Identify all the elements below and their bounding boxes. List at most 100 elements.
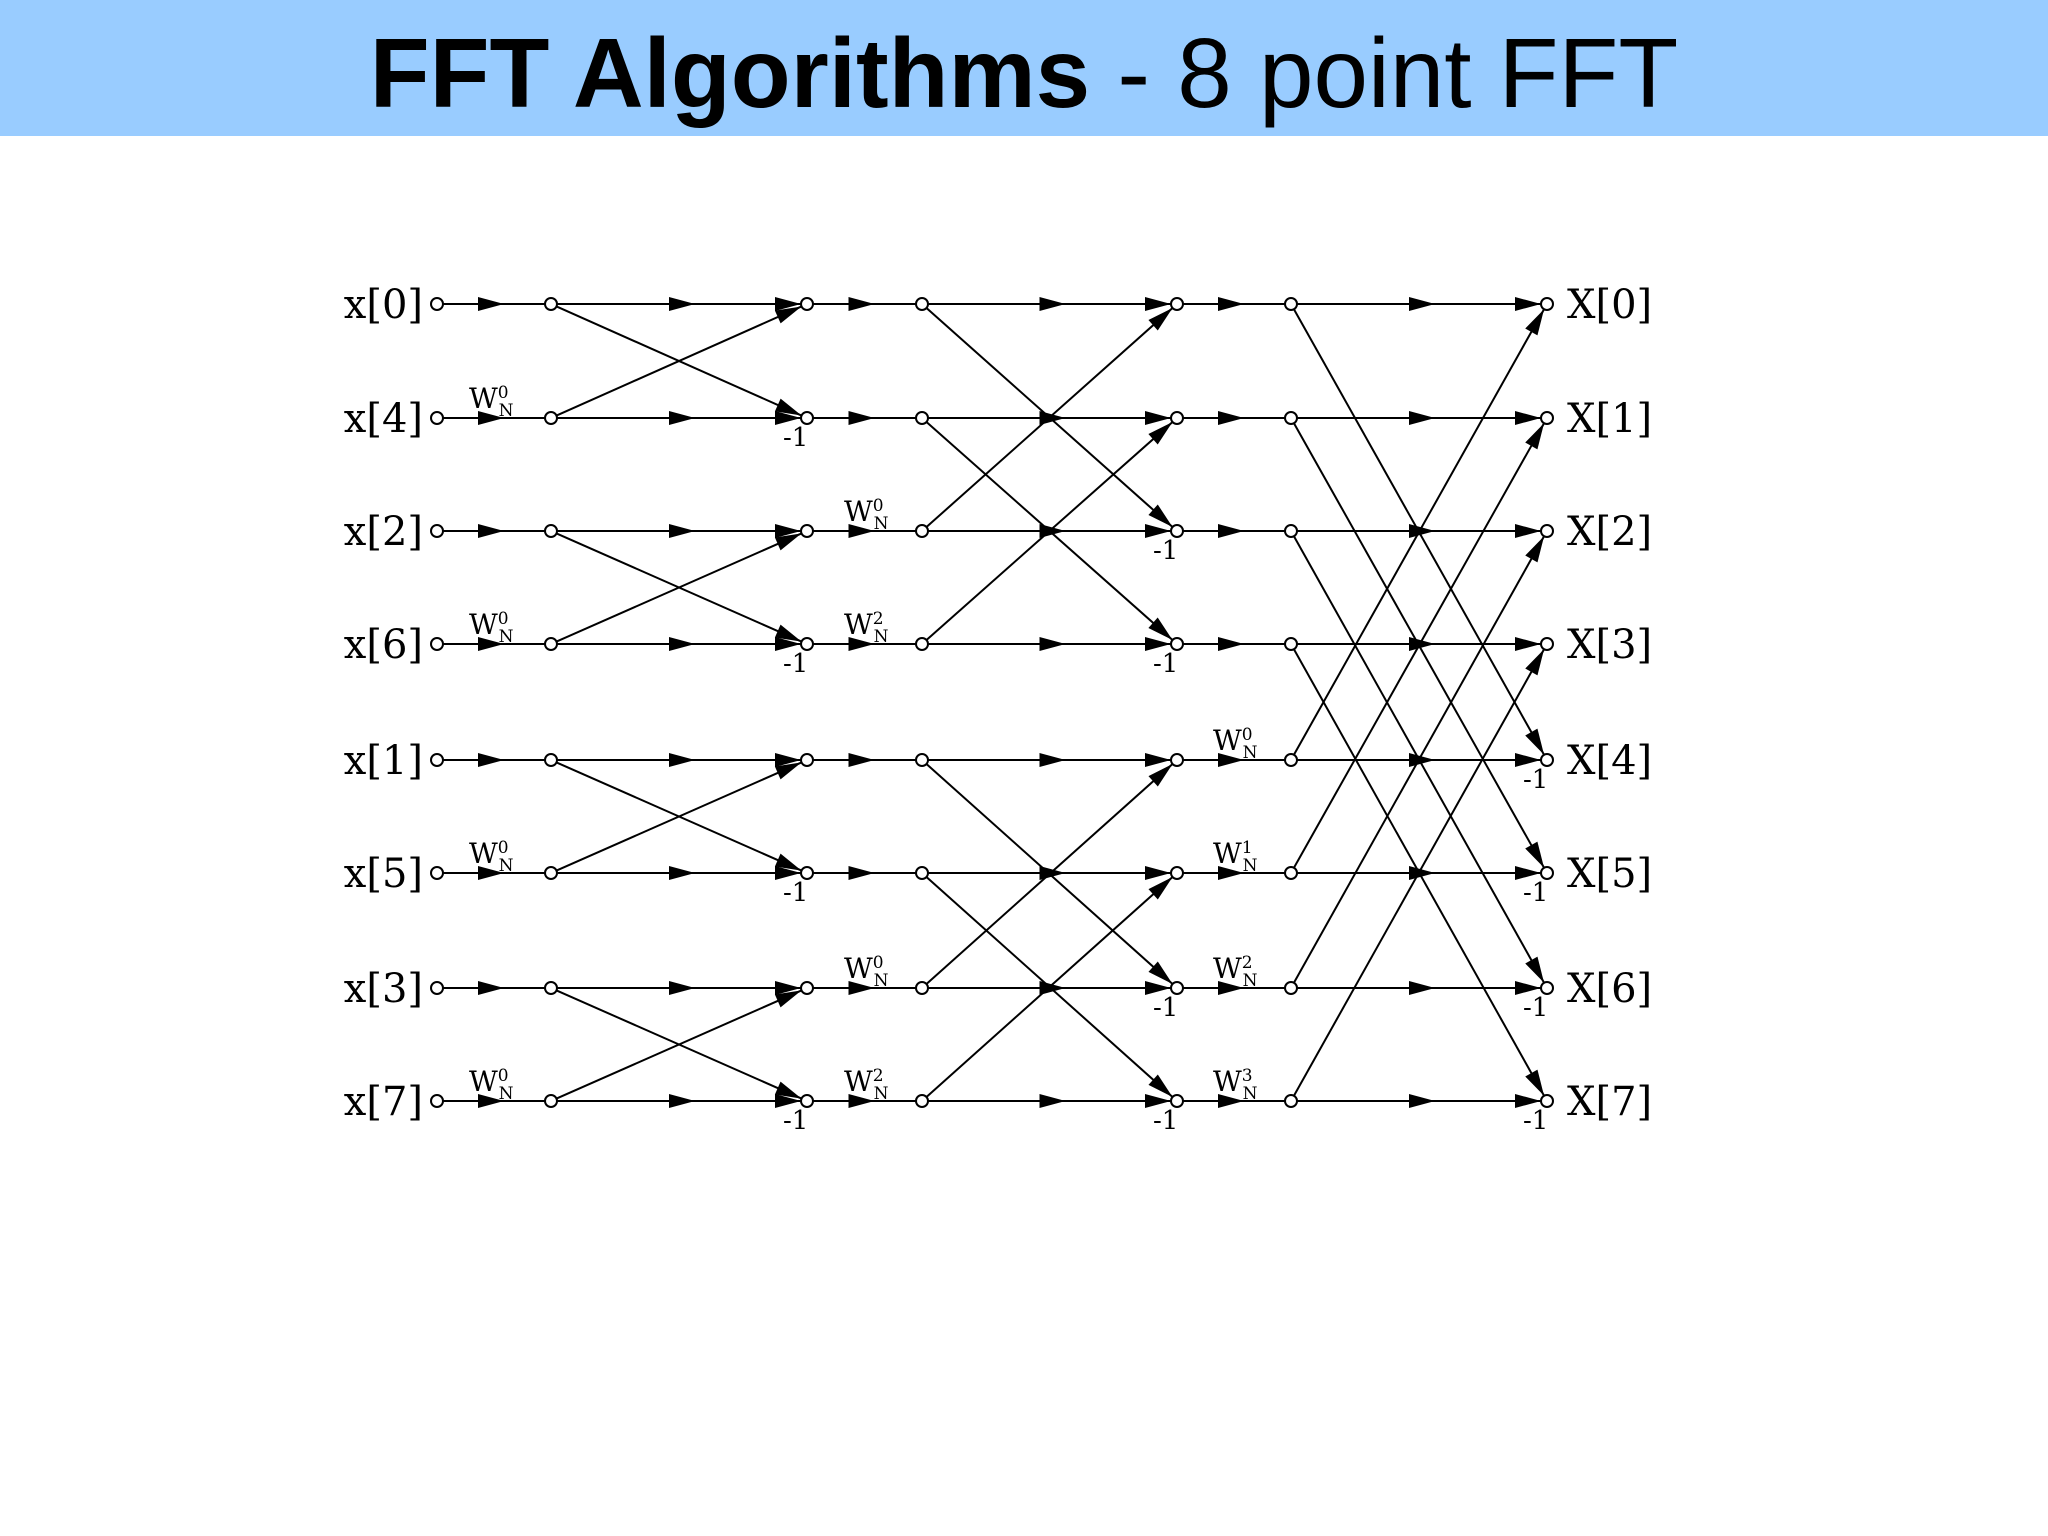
node-0-2 [430, 524, 444, 538]
stage-0-cross-3-arrowhead [774, 533, 802, 551]
stage-1-straight-3-end-arrowhead [1145, 637, 1171, 651]
node-1-5 [544, 866, 558, 880]
stage-1-straight-2-end-arrowhead [1145, 524, 1171, 538]
connector-1-row-1-arrowhead [848, 411, 875, 425]
node-0-7 [430, 1094, 444, 1108]
node-5-2 [1284, 524, 1298, 538]
slide-title-rest: - 8 point FFT [1090, 18, 1679, 128]
stage-1-cross-2-arrowhead [1148, 307, 1173, 331]
stage-0-straight-1-end-arrowhead [775, 411, 801, 425]
stage-0-straight-0-end-arrowhead [775, 297, 801, 311]
node-2-1 [800, 411, 814, 425]
minus-one-stage-1-row-3: -1 [1153, 649, 1178, 679]
minus-one-stage-0-row-7: -1 [783, 1106, 808, 1136]
stage-2-cross-4 [1293, 308, 1545, 756]
stage-0-straight-2-mid-arrowhead [669, 524, 695, 538]
stage-2-straight-4-end-arrowhead [1515, 753, 1541, 767]
minus-one-stage-2-row-5: -1 [1523, 878, 1548, 908]
node-4-0 [1170, 297, 1184, 311]
stage-1-straight-0-end-arrowhead [1145, 297, 1171, 311]
stage-0-cross-1-arrowhead [774, 306, 802, 324]
stage-0-straight-7-mid-arrowhead [669, 1094, 695, 1108]
node-6-4 [1540, 753, 1554, 767]
node-0-3 [430, 637, 444, 651]
stage-0-cross-5 [556, 761, 802, 872]
stage-2-cross-0-arrowhead [1525, 728, 1545, 755]
stage-2-cross-1-arrowhead [1525, 841, 1545, 868]
stage-2-straight-5-mid-arrowhead [1409, 866, 1435, 880]
stage-2-straight-0-end-arrowhead [1515, 297, 1541, 311]
minus-one-stage-2-row-7: -1 [1523, 1106, 1548, 1136]
connector-1-row-6-arrowhead [848, 981, 875, 995]
stage-1-straight-1-end-arrowhead [1145, 411, 1171, 425]
stage-2-straight-2-end-arrowhead [1515, 524, 1541, 538]
stage-0-straight-6-end-arrowhead [775, 981, 801, 995]
node-6-6 [1540, 981, 1554, 995]
connector-0-row-1-arrowhead [478, 411, 504, 425]
stage-2-cross-6 [1293, 535, 1545, 984]
connector-1-row-0-arrowhead [848, 297, 875, 311]
node-6-5 [1540, 866, 1554, 880]
stage-2-straight-6-mid-arrowhead [1409, 981, 1435, 995]
node-1-0 [544, 297, 558, 311]
node-1-3 [544, 637, 558, 651]
node-1-4 [544, 753, 558, 767]
minus-one-stage-0-row-1: -1 [783, 423, 808, 453]
node-5-6 [1284, 981, 1298, 995]
output-label-0: X[0] [1567, 282, 1652, 328]
node-2-5 [800, 866, 814, 880]
stage-0-straight-5-end-arrowhead [775, 866, 801, 880]
input-label-7: x[7] [344, 1079, 423, 1125]
node-6-7 [1540, 1094, 1554, 1108]
node-5-5 [1284, 866, 1298, 880]
node-1-2 [544, 524, 558, 538]
input-label-3: x[6] [344, 622, 423, 668]
stage-1-cross-6 [925, 763, 1174, 985]
node-2-6 [800, 981, 814, 995]
stage-0-straight-7-end-arrowhead [775, 1094, 801, 1108]
connector-0-row-3-arrowhead [478, 637, 504, 651]
stage-1-cross-0-arrowhead [1148, 504, 1173, 528]
stage-0-straight-2-end-arrowhead [775, 524, 801, 538]
stage-2-straight-7-mid-arrowhead [1409, 1094, 1435, 1108]
node-3-6 [915, 981, 929, 995]
connector-2-row-7-arrowhead [1218, 1094, 1244, 1108]
output-label-7: X[7] [1567, 1079, 1652, 1125]
connector-0-row-5-arrowhead [478, 866, 504, 880]
node-5-7 [1284, 1094, 1298, 1108]
stage-2-straight-3-mid-arrowhead [1409, 637, 1435, 651]
stage-1-straight-4-mid-arrowhead [1039, 753, 1066, 767]
stage-2-cross-7-arrowhead [1525, 649, 1545, 676]
stage-0-cross-5-arrowhead [774, 762, 802, 780]
stage-2-straight-1-mid-arrowhead [1409, 411, 1435, 425]
minus-one-stage-1-row-2: -1 [1153, 536, 1178, 566]
stage-2-straight-0-mid-arrowhead [1409, 297, 1435, 311]
input-label-4: x[1] [344, 738, 423, 784]
stage-1-cross-6-arrowhead [1148, 763, 1173, 787]
connector-2-row-0-arrowhead [1218, 297, 1244, 311]
stage-1-cross-4-arrowhead [1148, 961, 1173, 985]
connector-0-row-6-arrowhead [478, 981, 504, 995]
node-0-1 [430, 411, 444, 425]
stage-1-straight-7-end-arrowhead [1145, 1094, 1171, 1108]
stage-2-cross-6-arrowhead [1525, 536, 1545, 563]
node-0-0 [430, 297, 444, 311]
stage-0-straight-1-mid-arrowhead [669, 411, 695, 425]
stage-1-straight-6-mid-arrowhead [1039, 981, 1066, 995]
minus-one-stage-2-row-6: -1 [1523, 993, 1548, 1023]
node-2-3 [800, 637, 814, 651]
connector-2-row-5-arrowhead [1218, 866, 1244, 880]
node-4-3 [1170, 637, 1184, 651]
stage-0-straight-3-end-arrowhead [775, 637, 801, 651]
node-5-4 [1284, 753, 1298, 767]
minus-one-stage-2-row-4: -1 [1523, 765, 1548, 795]
slide-title-bold: FFT Algorithms [369, 18, 1091, 128]
stage-0-cross-7-arrowhead [774, 990, 802, 1008]
node-6-1 [1540, 411, 1554, 425]
